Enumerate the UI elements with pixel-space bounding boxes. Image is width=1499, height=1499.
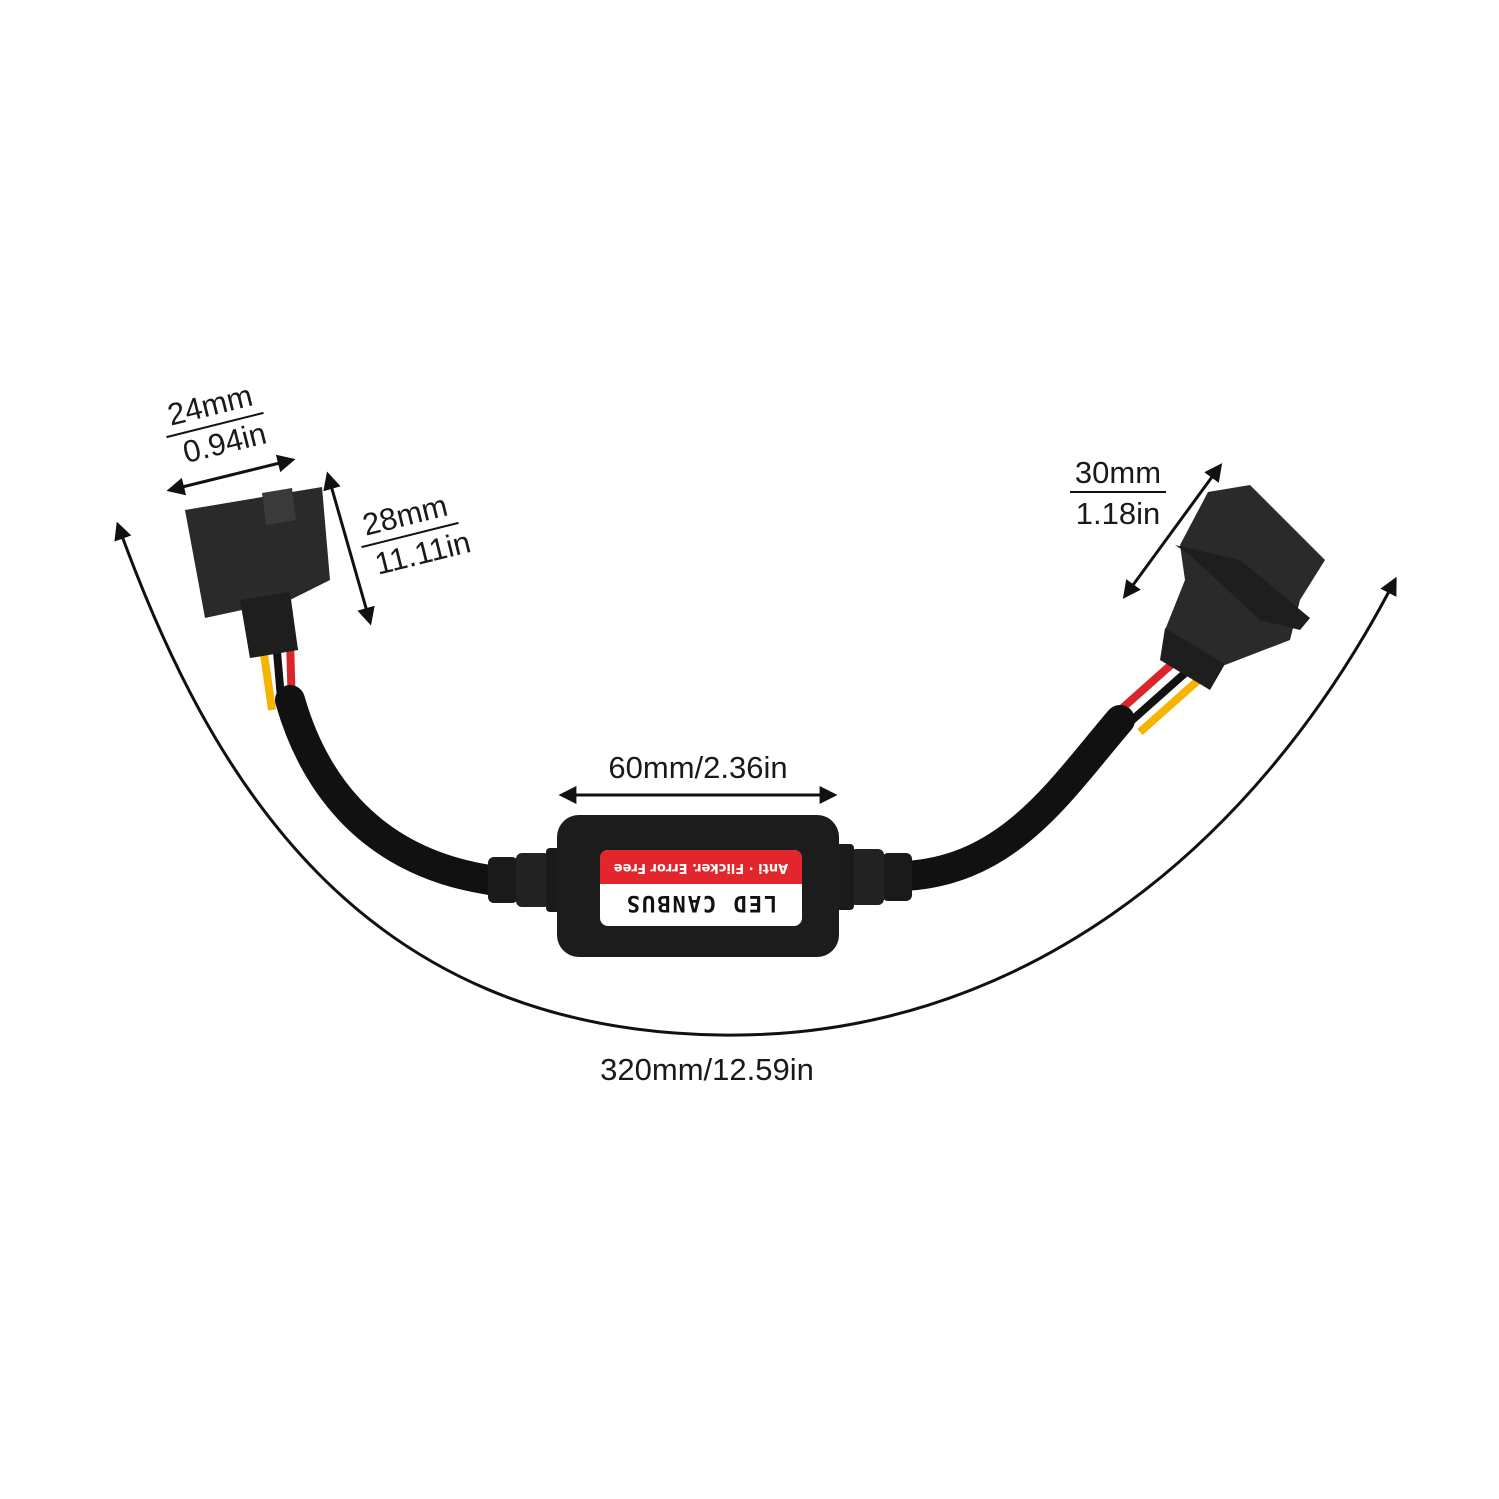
total-length-arc <box>114 521 1397 1037</box>
module-label-top: Anti · Flicker. Error Free <box>614 860 788 875</box>
left-cable <box>275 685 505 895</box>
left-connector <box>185 487 330 658</box>
right-connector-in: 1.18in <box>1076 496 1160 531</box>
left-strain-relief <box>488 848 562 912</box>
right-strain-relief <box>836 844 912 910</box>
left-width-arrow <box>166 454 296 496</box>
module-label-main: LED CANBUS <box>625 890 777 915</box>
right-connector-mm: 30mm <box>1075 455 1161 490</box>
left-height-arrow <box>323 471 375 626</box>
right-connector-arrow <box>1122 463 1223 599</box>
module-length-label: 60mm/2.36in <box>608 750 787 785</box>
canbus-module: Anti · Flicker. Error Free LED CANBUS <box>557 815 839 957</box>
total-length-label: 320mm/12.59in <box>600 1052 814 1087</box>
right-cable <box>890 705 1135 891</box>
